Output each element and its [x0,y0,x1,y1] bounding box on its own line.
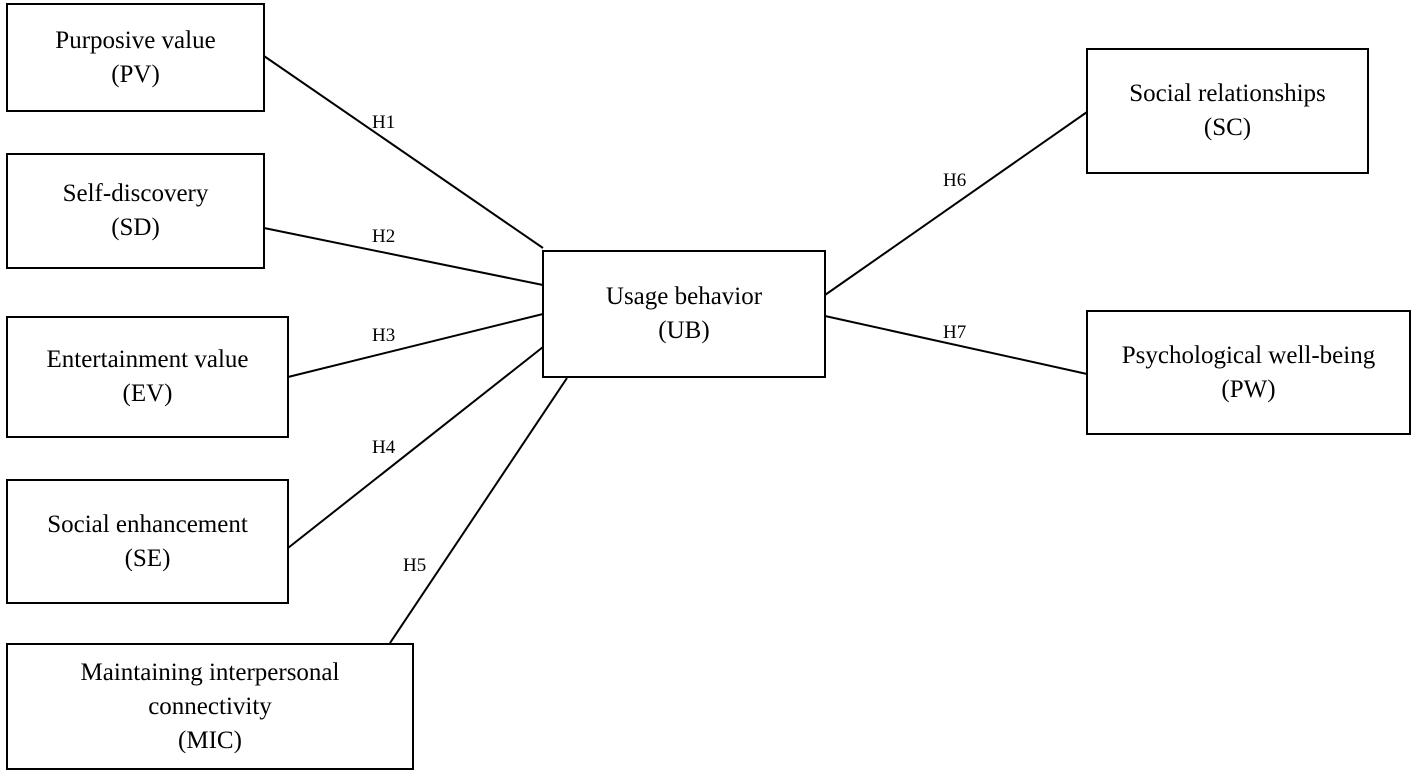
node-abbr: (SC) [1203,114,1252,141]
node-label: Social relationships [1129,80,1326,107]
hypothesis-label-h6: H6 [943,170,967,191]
hypothesis-label-h5: H5 [403,555,427,576]
edge-ub-pw [824,315,1088,375]
node-label: Psychological well-being [1121,341,1376,369]
node-abbr: (PV) [111,60,160,88]
node-abbr: (SE) [124,544,171,572]
node-label: Maintaining interpersonal [80,658,340,686]
hypothesis-label-h2: H2 [372,226,396,247]
node-self-discovery: Self-discovery (SD) [6,153,265,269]
edge-se-ub [287,346,544,549]
edge-sd-ub [263,227,544,286]
node-maintaining-interpersonal-connectivity: Maintaining interpersonal connectivity (… [6,643,414,770]
node-label: Social enhancement [47,510,248,538]
node-label: Entertainment value [46,346,249,373]
node-abbr: (MIC) [178,726,242,754]
edge-ub-sc [824,111,1088,296]
hypothesis-label-h4: H4 [372,437,396,458]
node-usage-behavior: Usage behavior (UB) [542,250,826,378]
hypothesis-label-h3: H3 [372,325,396,346]
node-psychological-well-being: Psychological well-being (PW) [1086,310,1411,435]
node-purposive-value: Purposive value (PV) [6,3,265,112]
edge-pv-ub [263,55,544,249]
node-abbr: (PW) [1221,375,1276,403]
node-abbr: (SD) [111,214,160,241]
node-label-cont: connectivity [148,692,272,720]
hypothesis-label-h7: H7 [943,322,967,343]
node-social-enhancement: Social enhancement (SE) [6,479,289,604]
node-entertainment-value: Entertainment value (EV) [6,316,289,438]
node-abbr: (UB) [658,317,710,344]
node-label: Purposive value [55,26,216,54]
node-abbr: (EV) [122,380,173,407]
hypothesis-label-h1: H1 [372,112,396,133]
edge-ev-ub [287,313,544,378]
edge-mic-ub [389,377,568,644]
node-label: Self-discovery [62,180,209,207]
node-social-relationships: Social relationships (SC) [1086,48,1369,174]
node-label: Usage behavior [605,283,763,310]
